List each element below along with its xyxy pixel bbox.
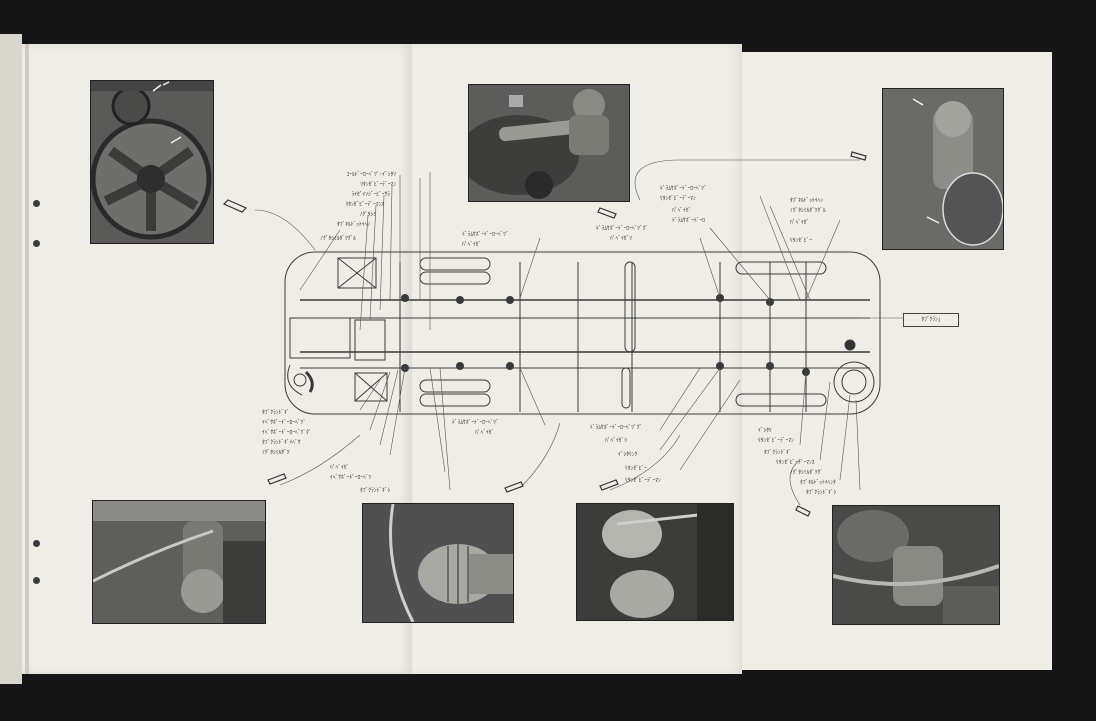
part-label: ﾀﾌﾞｸﾗﾝﾄﾞｷﾞｼ — [806, 490, 837, 496]
part-label: ﾉｸﾞﾀｼﾐﾙﾀﾞﾂｸﾞ — [790, 470, 824, 476]
binder-hole — [33, 577, 40, 584]
grease-point — [716, 362, 724, 370]
part-label: ﾘﾀﾝｾﾞﾋﾞｰ — [790, 238, 813, 244]
part-label: ｲﾍﾞｻﾎﾞｰﾄﾞｰﾛｰﾍﾞﾂﾞ — [262, 420, 307, 426]
tank-strap — [624, 261, 636, 353]
grease-point — [766, 362, 774, 370]
exhaust — [304, 370, 314, 393]
part-label: ﾀﾌﾞｷﾙﾄﾞｯﾄｲﾍﾝ — [336, 222, 370, 228]
book-edge — [0, 34, 22, 684]
part-label: ﾊﾟﾍﾞｲｾﾞﾘ — [605, 438, 628, 444]
steering-linkage-photo — [468, 84, 630, 202]
part-label: ﾉｸﾞﾀｼﾐ — [359, 212, 376, 218]
part-label: ﾀﾌﾞｸﾗﾝﾄﾞｷﾞ — [764, 450, 792, 456]
part-label: ﾗｲｾﾞｲｿｼﾞｰﾋﾞｰｻﾗ — [351, 192, 390, 198]
spare-wheel — [833, 361, 875, 403]
binder-hole — [33, 240, 40, 247]
front-spring — [419, 271, 491, 285]
battery-box — [337, 257, 377, 289]
grease-point — [506, 296, 514, 304]
grease-point — [456, 296, 464, 304]
callout-box: ﾀﾌﾞｸﾗﾝ｣ — [903, 313, 959, 327]
rear-spring-photo — [576, 503, 734, 621]
part-label: ｲﾍﾞｻﾎﾞｰﾄﾞｰﾛｰﾍﾞﾂ — [330, 475, 372, 481]
binder-hole — [33, 540, 40, 547]
fuel-cap — [844, 339, 856, 351]
part-label: ﾘﾀﾝｾﾞﾋﾞｰﾃﾞｰﾏﾝｽ — [776, 460, 815, 466]
page-gutter — [25, 44, 29, 674]
part-label: ﾄﾞﾗﾑｻﾎﾞｰﾄﾞｰﾛｰﾍﾞﾂﾞｸﾞ — [590, 425, 643, 431]
part-label: ﾊﾟﾍﾞｲｾﾞ — [475, 430, 495, 436]
part-label: ﾄﾞﾗﾑｻﾎﾞｰﾄﾞｰﾛｰﾍﾞﾂﾞ — [660, 186, 707, 192]
brake-cylinder-photo — [832, 505, 1000, 625]
part-label: ｲﾞｼﾀﾘ — [758, 428, 772, 434]
part-label: ﾄﾞﾗﾑｻﾎﾞｰﾄﾞｰﾛｰﾍﾞﾂﾞｸﾞ — [596, 226, 649, 232]
front-spring — [419, 379, 491, 393]
grease-point — [766, 298, 774, 306]
front-spring — [419, 393, 491, 407]
part-label: ﾄﾞﾗﾑｻﾎﾞｰﾄﾞｰﾛｰﾍﾞﾂﾞ — [452, 420, 499, 426]
part-label: ﾄﾞﾗﾑｻﾎﾞｰﾄﾞｰﾛ — [672, 218, 706, 224]
part-label: ﾉｸﾞﾀｼﾐﾙﾀﾞﾂｸﾞﾙ — [790, 208, 826, 214]
part-label: ﾉｸﾞﾀｼﾐﾙﾀﾞﾂ — [262, 450, 290, 456]
rear-spring — [735, 261, 827, 275]
part-label: ﾀﾌﾞｸﾗﾝﾄﾞｷﾞｲﾍﾞｻ — [262, 440, 301, 446]
gearbox — [354, 319, 386, 361]
part-label: ﾀﾌﾞｷﾙﾄﾞｯﾄｲﾍﾝ — [790, 198, 824, 204]
part-label: ﾘﾀﾝｾﾞﾋﾞｰﾃﾞｰﾏﾝｽ — [345, 202, 384, 208]
front-axle-photo — [882, 88, 1004, 250]
part-label: ｲﾍﾞｻﾎﾞｰﾄﾞｰﾛｰﾍﾞﾂﾞｸﾞ — [262, 430, 312, 436]
body-outline — [284, 251, 881, 415]
spare-wheel-hub — [841, 369, 867, 395]
hose — [287, 364, 303, 396]
battery-box — [354, 372, 388, 402]
part-label: ｺｰﾙﾄﾞｰﾛｰﾍﾞﾂﾞ･ｲﾞｼﾀﾘ — [346, 172, 396, 178]
propeller-shaft-photo — [362, 503, 514, 623]
part-label: ﾄﾞﾗﾑｻﾎﾞｰﾄﾞｰﾛｰﾍﾞﾂﾞ — [462, 232, 509, 238]
part-label: ﾀﾌﾞｸﾗﾝﾄﾞｷﾞｼ — [360, 488, 391, 494]
part-label: ﾘﾀﾝｾﾞﾋﾞｰ — [625, 466, 648, 472]
part-label: ﾉｸﾞﾀｼﾐﾙﾀﾞﾂｸﾞﾙ — [320, 236, 356, 242]
part-label: ﾊﾟﾍﾞｲｾﾞ — [330, 465, 350, 471]
part-label: ﾘﾀﾝｾﾞﾋﾞｰﾃﾞｰﾏﾝ — [625, 478, 661, 484]
grease-point — [456, 362, 464, 370]
grease-point — [506, 362, 514, 370]
part-label: ﾘﾀﾝｾﾞﾋﾞｰﾃﾞｰﾏﾝ — [660, 196, 696, 202]
binder-hole — [33, 200, 40, 207]
grease-point — [401, 294, 409, 302]
part-label: ﾊﾟﾍﾞｲｾﾞﾘ — [610, 236, 633, 242]
part-label: ﾘﾀﾝｾﾞﾋﾞｰﾃﾞｰﾏﾝ — [758, 438, 794, 444]
tank-strap — [621, 367, 631, 409]
part-label: ﾀﾌﾞｸﾗﾝﾄﾞｷﾞ — [262, 410, 290, 416]
part-label: ﾘﾀﾝｾﾞﾋﾞｰﾃﾞｰﾏﾝ — [360, 182, 396, 188]
rear-spring — [735, 393, 827, 407]
fan-pulley-photo — [90, 80, 214, 244]
part-label: ﾊﾟﾍﾞｲｾﾞ — [790, 220, 810, 226]
part-label: ﾀﾌﾞｷﾙﾄﾞｯﾄｲﾍﾝﾀ — [800, 480, 836, 486]
engine-block — [289, 317, 351, 359]
part-label: ｲﾞｼﾀﾘﾝｸ — [618, 452, 638, 458]
rear-suspension-photo — [92, 500, 266, 624]
front-spring — [419, 257, 491, 271]
part-label: ﾊﾟﾍﾞｲｾﾞ — [462, 242, 482, 248]
part-label: ﾊﾟﾍﾞｲｾﾞ — [672, 208, 692, 214]
fan — [293, 373, 307, 387]
